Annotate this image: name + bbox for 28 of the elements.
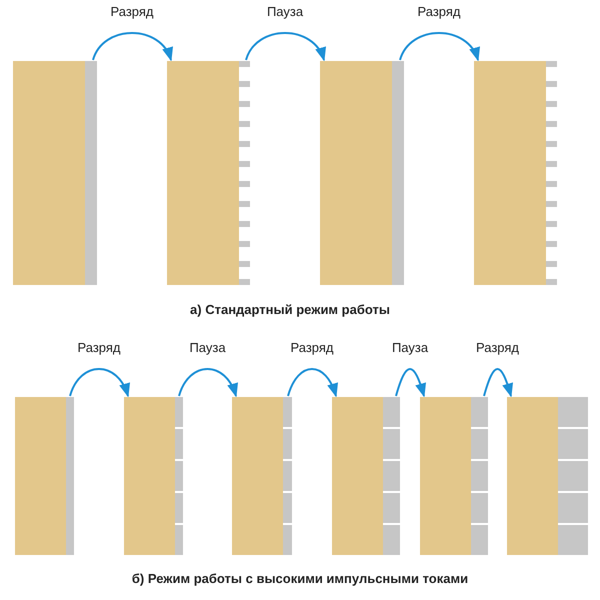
curved-arrow (399, 32, 479, 62)
edge-label: Пауза (392, 340, 428, 355)
curved-arrow (287, 368, 338, 398)
edge-label: Разряд (110, 4, 154, 19)
curved-arrow (245, 32, 325, 62)
electrode-drawing (320, 61, 404, 285)
curved-arrow (69, 368, 129, 398)
curved-arrow (92, 32, 172, 62)
edge-label: Разряд (476, 340, 519, 355)
electrode-drawing (15, 397, 74, 555)
edge-label: Пауза (266, 4, 304, 19)
edge-label: Разряд (290, 340, 334, 355)
curved-arrow (483, 368, 513, 398)
electrode-drawing (124, 397, 183, 555)
edge-label: Разряд (78, 340, 120, 355)
electrode-drawing (167, 61, 250, 285)
panel-caption: а) Стандартный режим работы (190, 302, 390, 317)
panel-caption: б) Режим работы с высокими импульсными токами (132, 571, 468, 586)
electrode-drawing (232, 397, 292, 555)
curved-arrow (395, 368, 426, 398)
electrode-drawing (420, 397, 488, 555)
electrode-drawing (474, 61, 557, 285)
electrode-drawing (507, 397, 588, 555)
electrode-drawing (13, 61, 97, 285)
electrode-drawing (332, 397, 400, 555)
curved-arrow (178, 368, 237, 398)
edge-label: Разряд (418, 4, 460, 19)
edge-label: Пауза (189, 340, 226, 355)
